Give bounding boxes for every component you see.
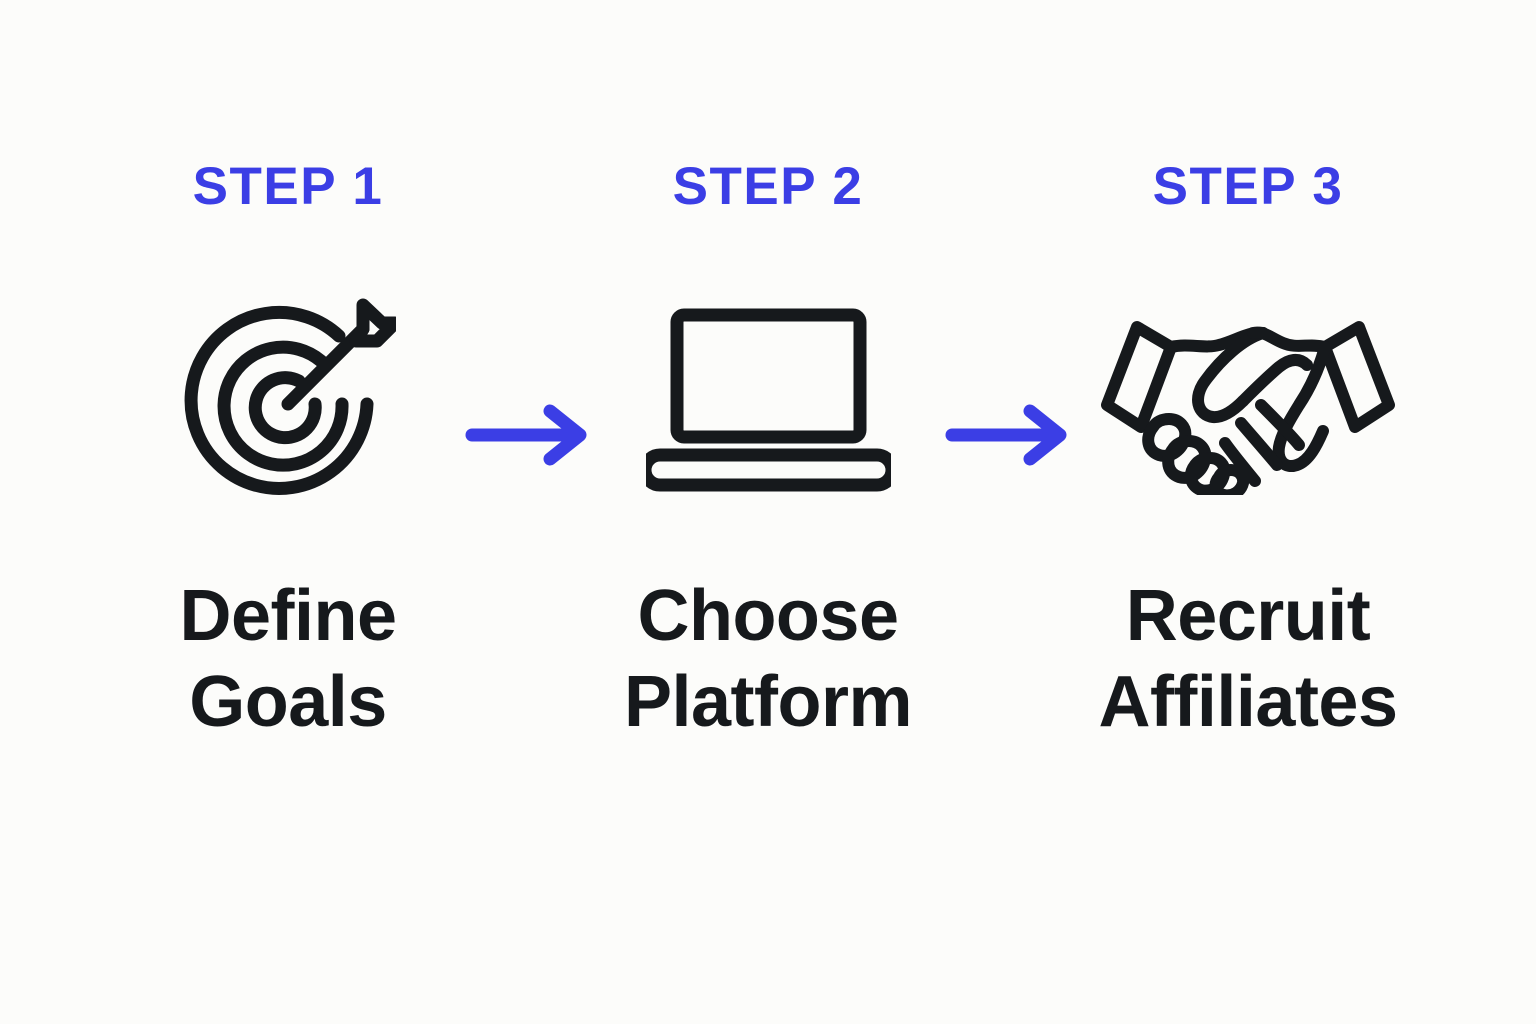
step-title-2-line2: Platform — [623, 662, 913, 743]
connector-2 — [928, 160, 1088, 485]
step-title-2: Choose Platform — [623, 573, 913, 746]
step-title-3-line1: Recruit — [1125, 576, 1371, 656]
step-card-3: STEP 3 — [1088, 160, 1408, 746]
target-arrow-icon — [181, 285, 396, 515]
step-title-1-line2: Goals — [189, 662, 387, 743]
step-title-3-line2: Affiliates — [1098, 662, 1398, 743]
step-title-1-line1: Define — [179, 576, 397, 656]
step-card-1: STEP 1 Define Goals — [128, 160, 448, 746]
arrow-right-icon — [945, 404, 1067, 466]
step-title-2-line1: Choose — [637, 576, 899, 656]
handshake-icon — [1093, 285, 1403, 515]
laptop-icon — [645, 285, 891, 515]
step-label-2: STEP 2 — [672, 157, 864, 216]
step-label-1: STEP 1 — [192, 157, 384, 216]
step-title-1: Define Goals — [179, 573, 397, 746]
step-label-3: STEP 3 — [1152, 157, 1344, 216]
connector-1 — [448, 160, 608, 485]
step-title-3: Recruit Affiliates — [1098, 573, 1398, 746]
step-card-2: STEP 2 Choose Platform — [608, 160, 928, 746]
arrow-right-icon — [465, 404, 587, 466]
